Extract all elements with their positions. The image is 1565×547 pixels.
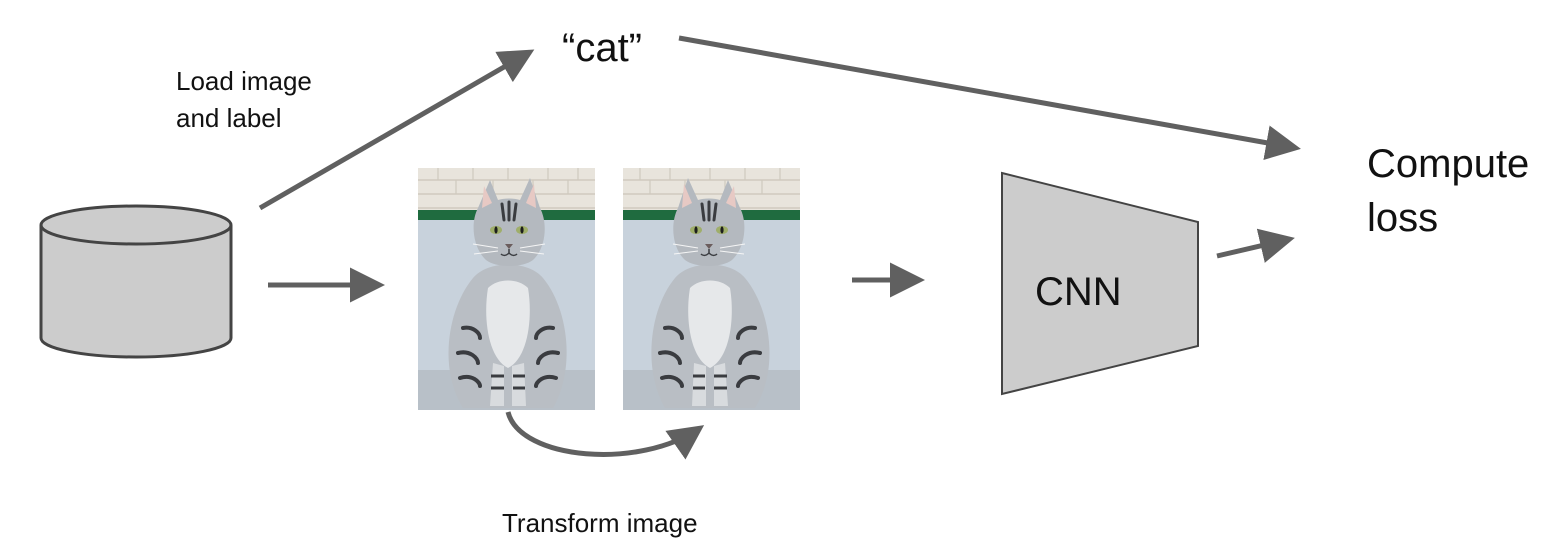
cnn-trapezoid-icon: [1001, 171, 1199, 396]
cat-photo-original: [416, 166, 597, 412]
arrow-label-to-loss: [678, 35, 1301, 160]
load-image-label-line2: and label: [176, 103, 282, 133]
compute-loss-label-line1: Compute: [1367, 142, 1530, 186]
arrow-cnn-to-loss: [1216, 228, 1295, 263]
arrow-transform-curve: [505, 411, 705, 460]
class-label-text: “cat”: [562, 26, 642, 70]
load-image-label-line1: Load image: [176, 66, 312, 96]
transform-image-label: Transform image: [502, 508, 698, 538]
compute-loss-label-line2: loss: [1367, 196, 1439, 240]
arrow-load-to-label: [258, 49, 535, 211]
cat-photo-flipped: [621, 166, 802, 412]
cnn-label: CNN: [1035, 270, 1122, 314]
database-cylinder-icon: [39, 204, 233, 359]
